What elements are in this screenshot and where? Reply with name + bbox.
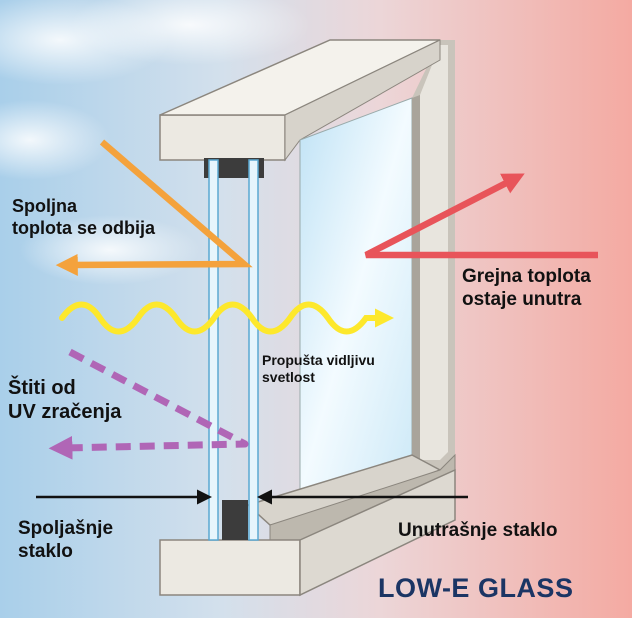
inner-glass-pane: [248, 159, 259, 541]
label-uv: Štiti od UV zračenja: [8, 377, 122, 423]
label-visible-light: Propušta vidljivu svetlost: [262, 352, 375, 385]
label-outer-glass: Spoljašnje staklo: [18, 518, 114, 562]
uv-arrow: [48, 348, 249, 460]
internal-heat-arrow: [364, 173, 598, 259]
external-heat-arrow: [55, 139, 253, 277]
label-inner-heat: Grejna toplota ostaje unutra: [462, 266, 591, 310]
label-inner-glass: Unutrašnje staklo: [398, 520, 558, 541]
label-outer-heat: Spoljna toplota se odbija: [12, 196, 156, 238]
outer-glass-pane: [208, 159, 219, 541]
window-frame: [159, 39, 456, 597]
glass-panes: [208, 159, 259, 541]
visible-light-wave: [59, 301, 394, 335]
clouds: [0, 0, 310, 285]
brand-title: LOW-E GLASS: [378, 573, 574, 603]
